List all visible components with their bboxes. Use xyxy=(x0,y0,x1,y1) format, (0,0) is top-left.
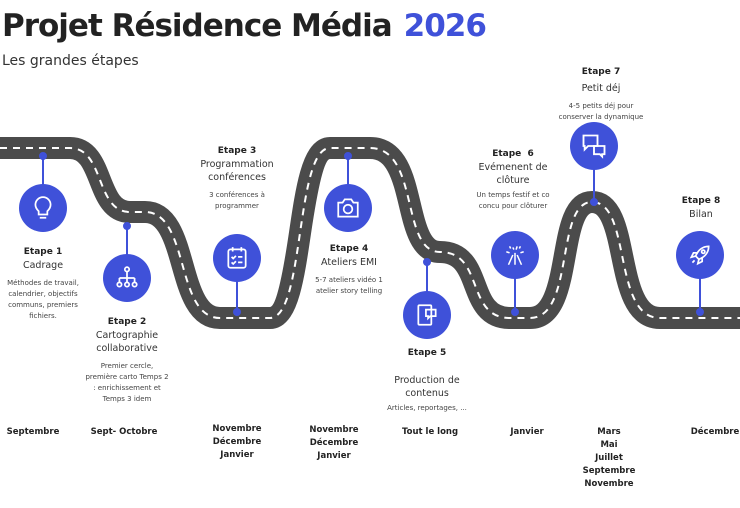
rocket-icon xyxy=(676,231,724,279)
step-8: Etape 8 Bilan xyxy=(636,196,740,221)
step-desc: Un temps festif et co concu pour clôture… xyxy=(476,191,550,210)
step-name: Ateliers EMI xyxy=(321,257,377,268)
date-step-1: Septembre xyxy=(6,427,60,437)
step-label: Etape 7 xyxy=(581,67,621,77)
step-label: Etape 6 xyxy=(492,149,534,159)
date-step-6: Janvier xyxy=(510,427,544,437)
step-name: Production de contenus xyxy=(394,375,460,399)
step-desc: 3 conférences à programmer xyxy=(209,191,265,210)
step-desc: Articles, reportages, ... xyxy=(387,404,467,412)
date-step-3: Novembre Décembre Janvier xyxy=(212,424,262,460)
step-label: Etape 4 xyxy=(329,244,369,254)
date-step-8: Décembre xyxy=(690,427,740,437)
step-name: Petit déj xyxy=(581,83,621,94)
chat-bubbles-icon xyxy=(570,122,618,170)
lightbulb-icon xyxy=(19,184,67,232)
step-label: Etape 8 xyxy=(681,196,721,206)
step-label: Etape 1 xyxy=(23,247,63,257)
title-year: 2026 xyxy=(403,8,487,44)
step-label: Etape 5 xyxy=(407,348,447,358)
title-text: Projet Résidence Média xyxy=(2,8,393,44)
date-step-2: Sept- Octobre xyxy=(90,427,158,437)
step-4: Etape 4 Ateliers EMI 5-7 ateliers vidéo 1 … xyxy=(284,244,414,297)
step-name: Programmation conférences xyxy=(200,159,274,183)
step-3: Etape 3 Programmation conférences 3 confér… xyxy=(172,146,302,212)
date-step-5: Tout le long xyxy=(401,427,459,437)
step-7: Etape 7 Petit déj 4-5 petits déj pour cons… xyxy=(536,67,666,123)
date-step-4: Novembre Décembre Janvier xyxy=(309,425,359,461)
fireworks-icon xyxy=(491,231,539,279)
hierarchy-icon xyxy=(103,254,151,302)
step-desc: Méthodes de travail, calendrier, objecti… xyxy=(7,279,79,320)
step-desc: Premier cercle, première carto Temps 2 :… xyxy=(85,362,169,403)
date-step-7: Mars Mai Juillet Septembre Novembre xyxy=(582,427,636,489)
camera-icon xyxy=(324,184,372,232)
page-subtitle: Les grandes étapes xyxy=(2,53,139,69)
tablet-chat-icon xyxy=(403,291,451,339)
step-name: Cadrage xyxy=(22,260,64,271)
checklist-icon xyxy=(213,234,261,282)
step-desc: 5-7 ateliers vidéo 1 atelier story telli… xyxy=(315,276,383,295)
step-label: Etape 3 xyxy=(217,146,257,156)
step-name: Bilan xyxy=(689,209,713,220)
step-name: Evémenent de clôture xyxy=(478,162,548,186)
step-desc: 4-5 petits déj pour conserver la dynamiq… xyxy=(558,102,644,121)
step-name: Cartographie collaborative xyxy=(95,330,159,354)
step-label: Etape 2 xyxy=(107,317,147,327)
page-title: Projet Résidence Média 2026 xyxy=(2,8,487,44)
step-6: Etape 6 Evémenent de clôture Un temps fest… xyxy=(448,149,578,212)
